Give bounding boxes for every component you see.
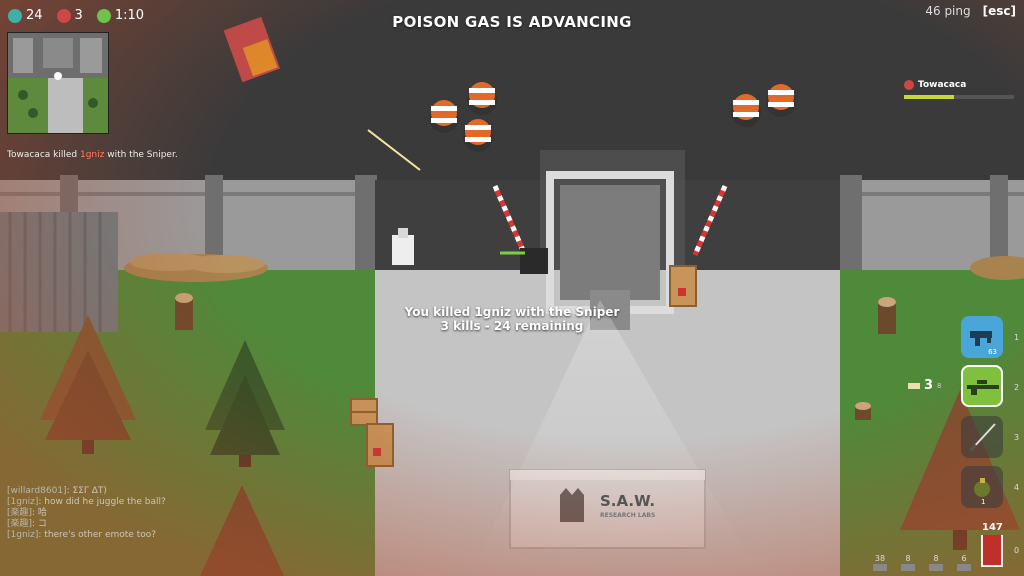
gas-timer-icon [96,8,111,23]
sign-title: S.A.W. [600,492,656,510]
slot-number: 2 [1014,383,1020,392]
magazine-readout: 3 8 [908,378,942,393]
ammo-reserve-item: 8 [926,554,946,571]
players-alive: 24 [8,8,43,23]
player-health-fill [904,95,954,99]
sniper-rifle-icon [967,380,999,395]
chat-line: [楽趣]: コ [7,519,47,529]
ammo-reserve-item: 6 [954,554,974,571]
top-right-status: 46 ping [esc] [925,4,1016,18]
ammo-reserves: 38 8 8 6 [870,554,974,571]
players-alive-icon [8,8,22,23]
katana-icon [969,423,996,452]
spectated-player-card: Towacaca [904,80,1014,99]
slot4-count: 1 [981,498,986,506]
chat-line: [1gniz]: there's other emote too? [7,530,157,540]
slot-number: 1 [1014,333,1020,342]
killfeed-weapon: with the Sniper. [104,150,178,160]
chat-line: [willard8601]: ΣΣΓ ΔΤ) [7,486,107,496]
ammo-box-icon [873,564,887,571]
health-drink-icon [981,535,1003,567]
gas-warning: POISON GAS IS ADVANCING [392,13,632,31]
weapon-slot-3[interactable] [961,416,1003,458]
chat-line: [楽趣]: 哈 [7,508,47,518]
slot1-ammo: 63 [988,348,997,356]
reserve-ammo: 8 [937,381,942,390]
minimap-graphic [8,33,108,133]
weapon-slot-2[interactable] [961,365,1003,407]
player-status-icon [904,80,914,90]
chat-log: [willard8601]: ΣΣΓ ΔΤ) [1gniz]: how did … [7,486,166,541]
kill-count: 3 [56,8,83,23]
gas-timer: 1:10 [96,8,144,23]
kill-notification: You killed 1gniz with the Sniper 3 kills… [0,305,1024,333]
ping-readout: 46 ping [925,4,971,18]
smg-icon [970,331,992,346]
player-name: Towacaca [918,80,967,90]
minimap[interactable] [7,32,109,134]
ammo-box-icon [901,564,915,571]
skull-icon [56,8,71,23]
ammo-box-icon [929,564,943,571]
killfeed-killer: Towacaca [7,150,51,160]
ammo-reserve-item: 38 [870,554,890,571]
kill-message-line2: 3 kills - 24 remaining [440,319,584,333]
weapon-slot-4[interactable]: 1 [961,466,1003,508]
kill-feed: Towacaca killed 1gniz with the Sniper. [7,150,178,160]
slot-number: 0 [1014,546,1020,555]
killfeed-victim: 1gniz [79,150,105,160]
grenade-icon [974,478,990,497]
esc-menu-button[interactable]: [esc] [982,4,1016,18]
slot-number: 4 [1014,483,1020,492]
loaded-ammo: 3 [924,378,934,393]
match-stats: 24 3 1:10 [8,8,144,23]
killfeed-text: killed [50,150,80,160]
kill-message-line1: You killed 1gniz with the Sniper [404,305,620,319]
bullet-icon [908,382,920,389]
ammo-reserve-item: 8 [898,554,918,571]
slot-number: 3 [1014,433,1020,442]
ammo-box-icon [957,564,971,571]
weapon-slot-1[interactable]: 63 [961,316,1003,358]
health-value: 147 [982,522,1003,533]
player-health-bar [904,95,1014,99]
sign-subtitle: RESEARCH LABS [600,512,656,519]
chat-line: [1gniz]: how did he juggle the ball? [7,497,166,507]
